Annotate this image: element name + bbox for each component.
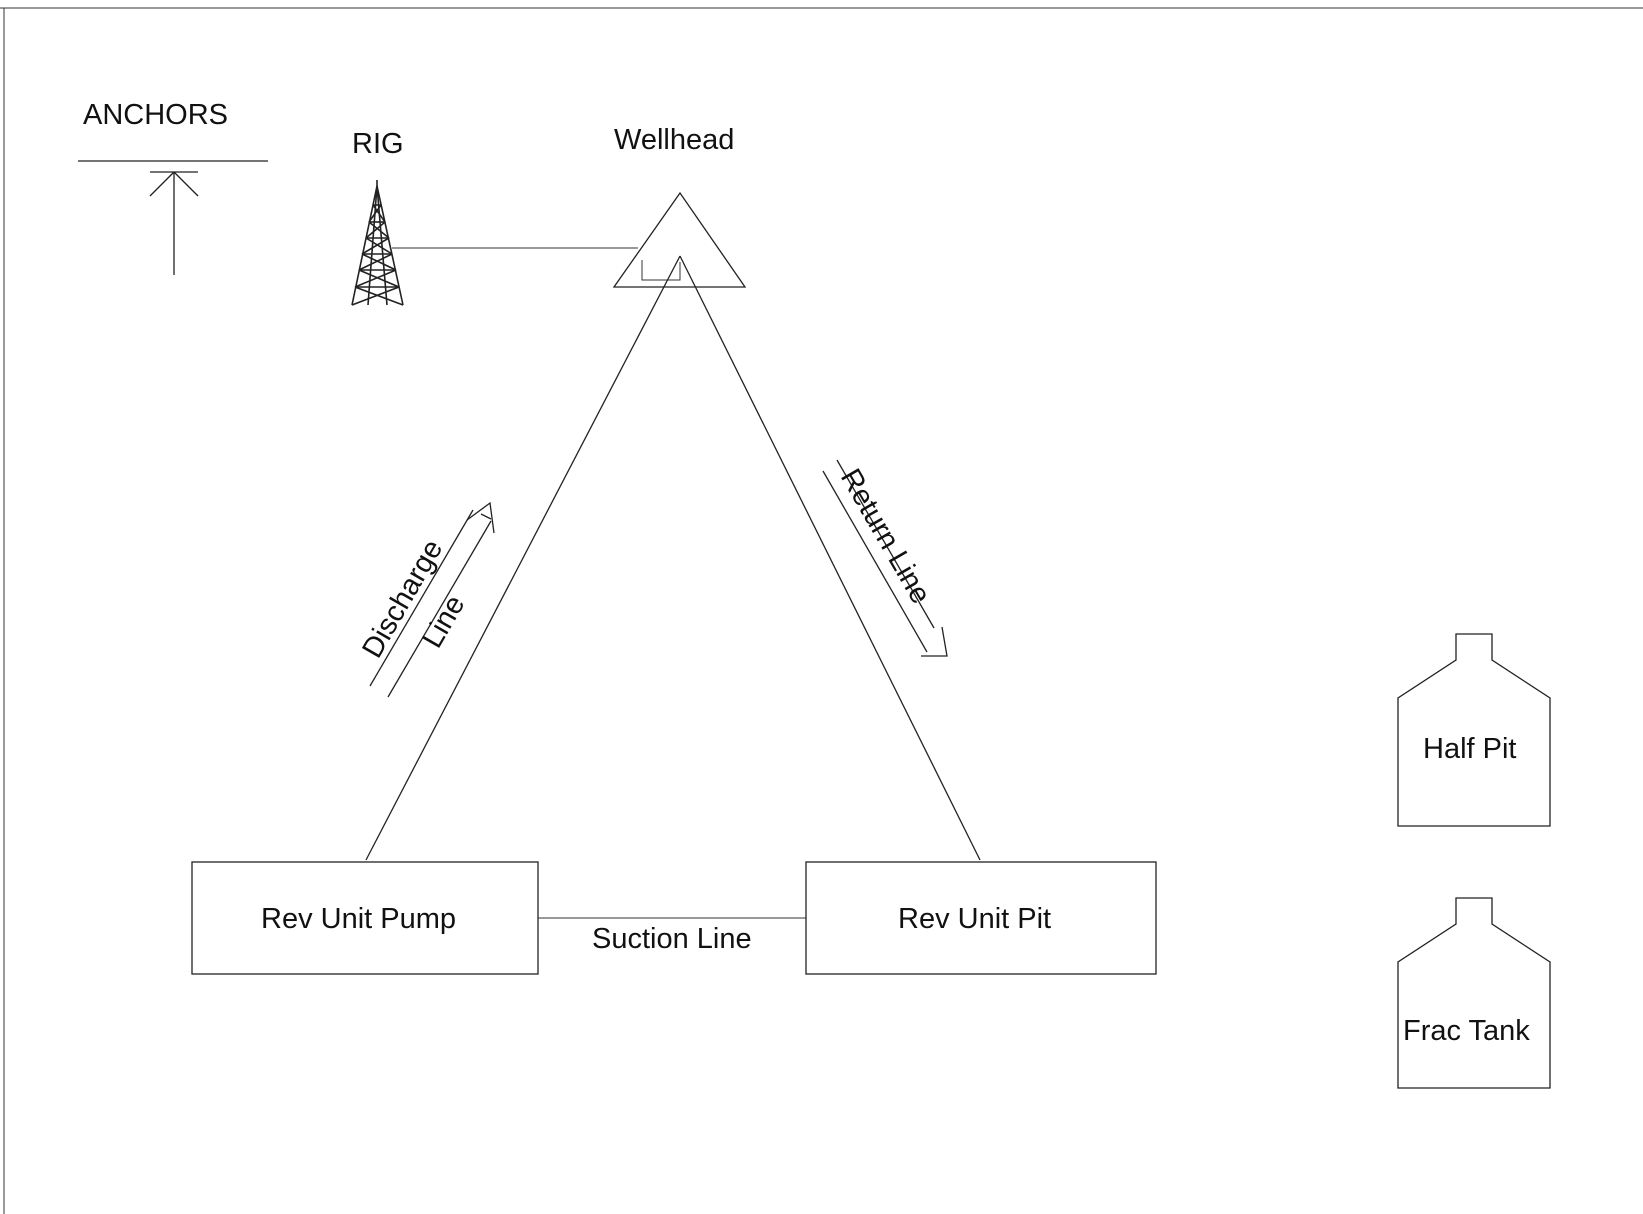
discharge-line [365, 255, 681, 861]
frac-tank-label: Frac Tank [1403, 1015, 1530, 1047]
derrick-tower-icon [351, 180, 404, 306]
svg-text:Line: Line [416, 590, 471, 653]
rev-unit-pump-label: Rev Unit Pump [261, 903, 456, 935]
frac-tank-icon [1397, 897, 1551, 1089]
svg-text:Return Line: Return Line [834, 464, 937, 610]
discharge-line-label-2: Line [416, 590, 471, 653]
discharge-flow-arrow [369, 501, 495, 698]
rig-label: RIG [352, 128, 404, 160]
page-border [0, 7, 1643, 1214]
rev-unit-pump-box [191, 861, 539, 975]
suction-line-label: Suction Line [592, 923, 752, 955]
return-line [679, 255, 981, 861]
return-flow-arrow [822, 459, 948, 657]
return-line-label: Return Line [834, 464, 937, 610]
half-pit-label: Half Pit [1423, 733, 1516, 765]
anchors-label: ANCHORS [83, 99, 228, 131]
half-pit-tank-icon [1397, 633, 1551, 827]
rev-unit-pit-box [805, 861, 1157, 975]
wellhead-label: Wellhead [614, 124, 734, 156]
triangle-wellhead-icon [612, 191, 747, 288]
rev-unit-pit-label: Rev Unit Pit [898, 903, 1051, 935]
anchor-icon [78, 160, 268, 275]
